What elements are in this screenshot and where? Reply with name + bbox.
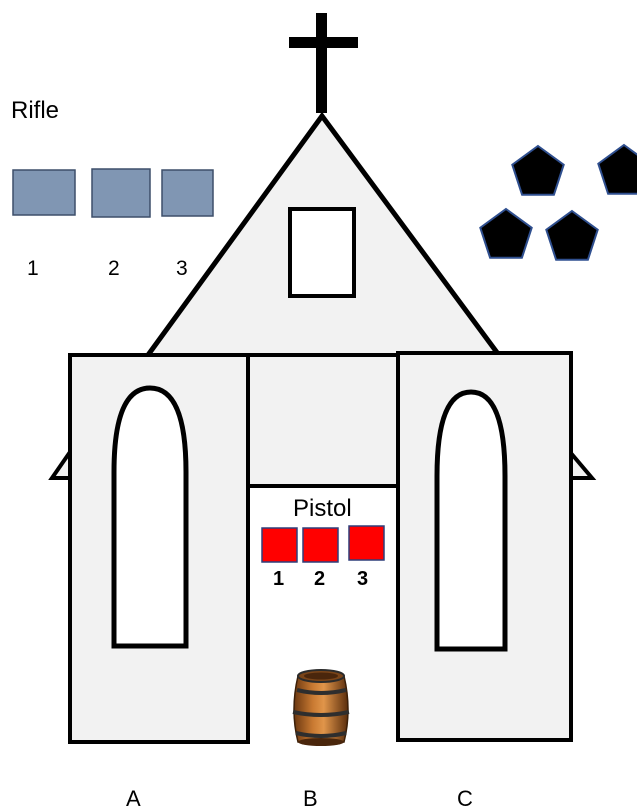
pistol-box-1[interactable] (261, 527, 298, 563)
pistol-label: Pistol (293, 495, 352, 522)
pentagon-icon[interactable] (545, 209, 599, 261)
attic-window (288, 207, 356, 298)
pistol-number-1: 1 (273, 568, 284, 590)
pistol-number-3: 3 (357, 568, 368, 590)
pistol-boxes (261, 525, 385, 563)
left-arched-window (111, 385, 189, 649)
center-wall (244, 353, 400, 488)
rifle-label: Rifle (11, 97, 59, 124)
position-label-b: B (303, 786, 318, 810)
pentagon-icon[interactable] (597, 143, 637, 195)
right-arched-window (434, 389, 508, 652)
rifle-number-1: 1 (27, 257, 39, 280)
pentagon-icon[interactable] (479, 207, 533, 259)
pistol-box-2[interactable] (302, 527, 339, 563)
rifle-box-3[interactable] (161, 169, 214, 217)
barrel-icon[interactable] (292, 669, 350, 746)
left-eave (48, 445, 72, 480)
rifle-number-3: 3 (176, 257, 188, 280)
rifle-box-1[interactable] (12, 169, 76, 216)
right-eave (568, 446, 597, 480)
rifle-boxes (12, 168, 214, 218)
cross-icon (289, 13, 358, 113)
rifle-box-2[interactable] (91, 168, 151, 218)
rifle-number-2: 2 (108, 257, 120, 280)
pistol-number-2: 2 (314, 568, 325, 590)
pistol-box-3[interactable] (348, 525, 385, 561)
pentagon-icon[interactable] (511, 144, 565, 196)
position-label-c: C (457, 786, 473, 810)
pentagon-cluster (479, 143, 637, 261)
position-label-a: A (126, 786, 141, 810)
